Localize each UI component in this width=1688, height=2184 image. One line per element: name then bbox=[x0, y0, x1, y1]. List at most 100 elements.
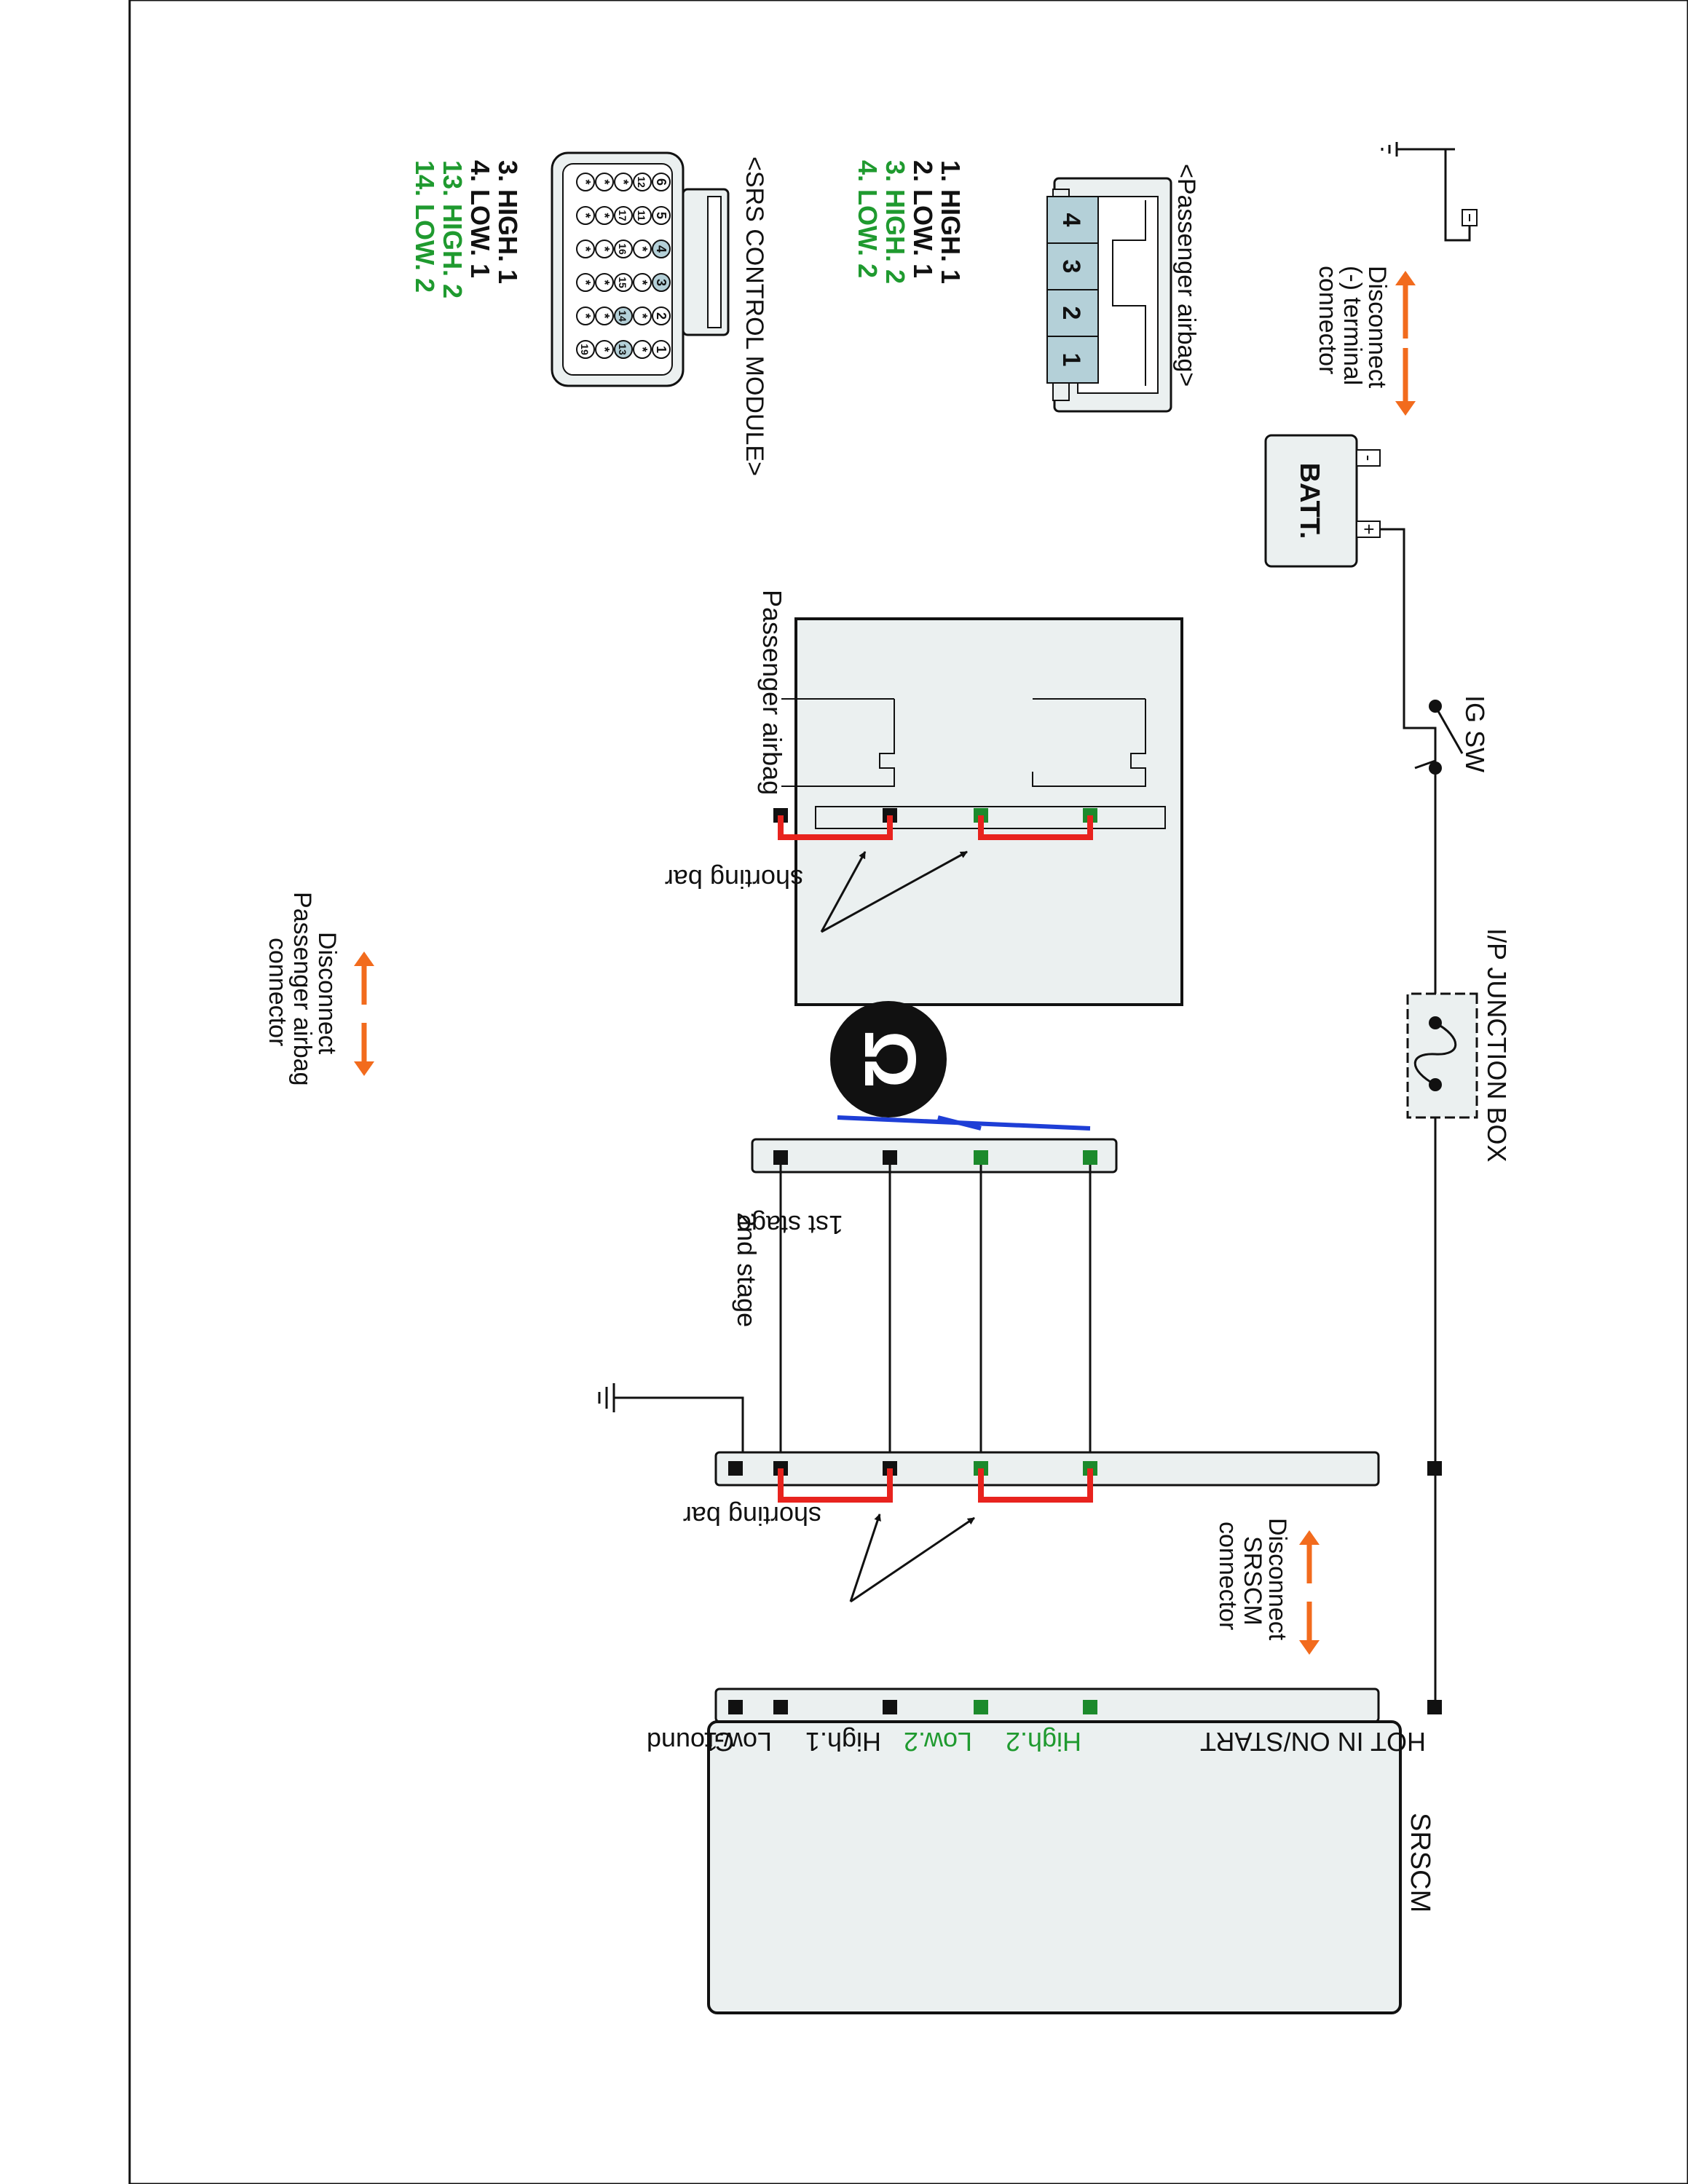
srscm-pin-label: High.1 bbox=[805, 1727, 881, 1757]
srs-pin-number: * bbox=[578, 246, 593, 251]
power-feed-wire bbox=[1380, 528, 1437, 1704]
srs-pin bbox=[633, 206, 652, 225]
disconnect-terminal-label: Disconnect (-) terminal connector bbox=[1314, 266, 1391, 395]
srs-pin-number: * bbox=[616, 179, 631, 184]
srs-pin bbox=[614, 273, 633, 292]
ip-junction-box: I/P JUNCTION BOX bbox=[1406, 928, 1512, 1162]
srs-pin bbox=[576, 306, 595, 325]
srs-pin bbox=[595, 173, 614, 191]
disconnect-airbag-arrows bbox=[354, 951, 374, 1076]
srscm-title: SRSCM bbox=[1405, 1813, 1435, 1912]
srs-pin bbox=[614, 340, 633, 359]
srscm-ground bbox=[598, 1383, 744, 1474]
srs-pin-number: 13 bbox=[617, 344, 628, 355]
disconnect-srscm-arrows bbox=[1299, 1530, 1320, 1655]
srs-pin bbox=[652, 240, 671, 258]
srscm-pin-label: HOT IN ON/START bbox=[1200, 1727, 1426, 1757]
srs-pin bbox=[652, 340, 671, 359]
srs-pin-number: 3 bbox=[654, 279, 669, 286]
srs-pin bbox=[595, 240, 614, 258]
shorting-bar-bottom-callout: shorting bar bbox=[683, 1501, 975, 1603]
srs-pin-number: 1 bbox=[654, 346, 669, 353]
srs-pin-number: 19 bbox=[579, 344, 591, 355]
srs-pin bbox=[633, 273, 652, 292]
srs-pin bbox=[652, 273, 671, 292]
disconnect-terminal-arrows bbox=[1395, 271, 1416, 416]
srs-pin-number: 4 bbox=[654, 245, 669, 253]
passenger-airbag-module: Passenger airbag bbox=[757, 590, 1183, 1006]
airbag-terminals bbox=[773, 808, 1097, 840]
srscm-pin-label: Low.2 bbox=[904, 1727, 972, 1757]
srs-pin bbox=[576, 273, 595, 292]
srs-pin bbox=[633, 173, 652, 191]
srs-pin-list: 3. HIGH. 1 4. LOW. 1 13. HIGH. 2 14. LOW… bbox=[410, 160, 523, 306]
srs-pin bbox=[614, 173, 633, 191]
srs-pin bbox=[633, 340, 652, 359]
disconnect-airbag-label: Disconnect Passenger airbag connector bbox=[264, 892, 341, 1093]
srs-pin-number: * bbox=[597, 347, 612, 352]
srs-pin bbox=[595, 206, 614, 225]
airbag-pin-blocks: 4 3 2 1 bbox=[1046, 196, 1099, 384]
disconnect-srscm-label: Disconnect SRSCM connector bbox=[1214, 1518, 1291, 1647]
airbag-pin-num: 4 bbox=[1057, 213, 1085, 227]
srs-pin bbox=[652, 306, 671, 325]
page-frame bbox=[128, 0, 1688, 2184]
srscm-pin-labels: HOT IN ON/START Low.1 High.1 Low.2 High.… bbox=[647, 1727, 1426, 1757]
srs-pin bbox=[614, 240, 633, 258]
srs-pin bbox=[576, 240, 595, 258]
srscm-harness-connector bbox=[714, 1451, 1442, 1503]
srs-pin-number: * bbox=[635, 313, 650, 318]
srs-pin bbox=[652, 173, 671, 191]
srs-pin-number: * bbox=[597, 179, 612, 184]
shorting-bar-top-callout: shorting bar bbox=[665, 850, 968, 933]
srscm-pin-label: Ground bbox=[647, 1727, 734, 1757]
battery-plus: + bbox=[1358, 523, 1380, 534]
srscm-pin-label: Low.1 bbox=[703, 1727, 772, 1757]
srs-pin-number: 6 bbox=[654, 178, 669, 186]
srs-pin-number: 5 bbox=[654, 212, 669, 219]
srscm-module: SRSCM bbox=[707, 1688, 1442, 2014]
ig-sw-label: IG SW bbox=[1460, 695, 1490, 772]
harness-wires: 1st stage 2nd stage bbox=[732, 1165, 1092, 1478]
srs-pin bbox=[595, 273, 614, 292]
svg-text:shorting bar: shorting bar bbox=[683, 1501, 821, 1531]
srs-pin-number: * bbox=[597, 213, 612, 218]
battery: BATT. - + bbox=[1264, 434, 1381, 568]
ohmmeter-icon: Ω bbox=[830, 1001, 1091, 1131]
srs-pin bbox=[633, 306, 652, 325]
srs-pin-number: 2 bbox=[654, 312, 669, 320]
srs-pin-number: * bbox=[578, 213, 593, 218]
srs-pin bbox=[614, 306, 633, 325]
passenger-airbag-module-label: Passenger airbag bbox=[757, 590, 787, 795]
srs-pin-number: 12 bbox=[636, 176, 647, 188]
first-stage-label: 1st stage bbox=[737, 1210, 843, 1240]
battery-ground-circuit bbox=[1381, 142, 1455, 157]
airbag-harness-connector bbox=[751, 1138, 1118, 1174]
airbag-pin-num: 3 bbox=[1057, 260, 1085, 274]
srscm-pin-label: High.2 bbox=[1006, 1727, 1081, 1757]
srs-pin bbox=[576, 206, 595, 225]
srs-pin-number: * bbox=[635, 246, 650, 251]
srs-pin-number: 11 bbox=[636, 210, 647, 221]
srs-pin bbox=[595, 340, 614, 359]
airbag-pin-num: 2 bbox=[1057, 306, 1085, 320]
passenger-airbag-title: <Passenger airbag> bbox=[1172, 164, 1200, 387]
airbag-pin-list: 1. HIGH. 1 2. LOW. 1 3. HIGH. 2 4. LOW. … bbox=[853, 160, 966, 291]
srs-control-module-connector-face: <SRS CONTROL MODULE> 6543211211*****1716… bbox=[410, 151, 768, 476]
svg-text:shorting bar: shorting bar bbox=[665, 864, 803, 894]
passenger-airbag-connector-face: <Passenger airbag> 4 3 2 1 1. HIGH. 1 2.… bbox=[853, 160, 1200, 413]
battery-minus: - bbox=[1358, 455, 1380, 462]
airbag-pin-num: 1 bbox=[1057, 353, 1085, 367]
srs-pin-number: * bbox=[597, 246, 612, 251]
srs-pin-number: 14 bbox=[617, 310, 628, 322]
srs-pin-number: 16 bbox=[617, 243, 628, 255]
srs-module-title: <SRS CONTROL MODULE> bbox=[741, 157, 768, 476]
srs-pin bbox=[614, 206, 633, 225]
battery-label: BATT. bbox=[1294, 463, 1325, 539]
second-stage-label: 2nd stage bbox=[732, 1212, 762, 1327]
srs-pin-number: * bbox=[597, 313, 612, 318]
srs-pin-number: * bbox=[578, 313, 593, 318]
srs-pin-number: * bbox=[635, 347, 650, 352]
